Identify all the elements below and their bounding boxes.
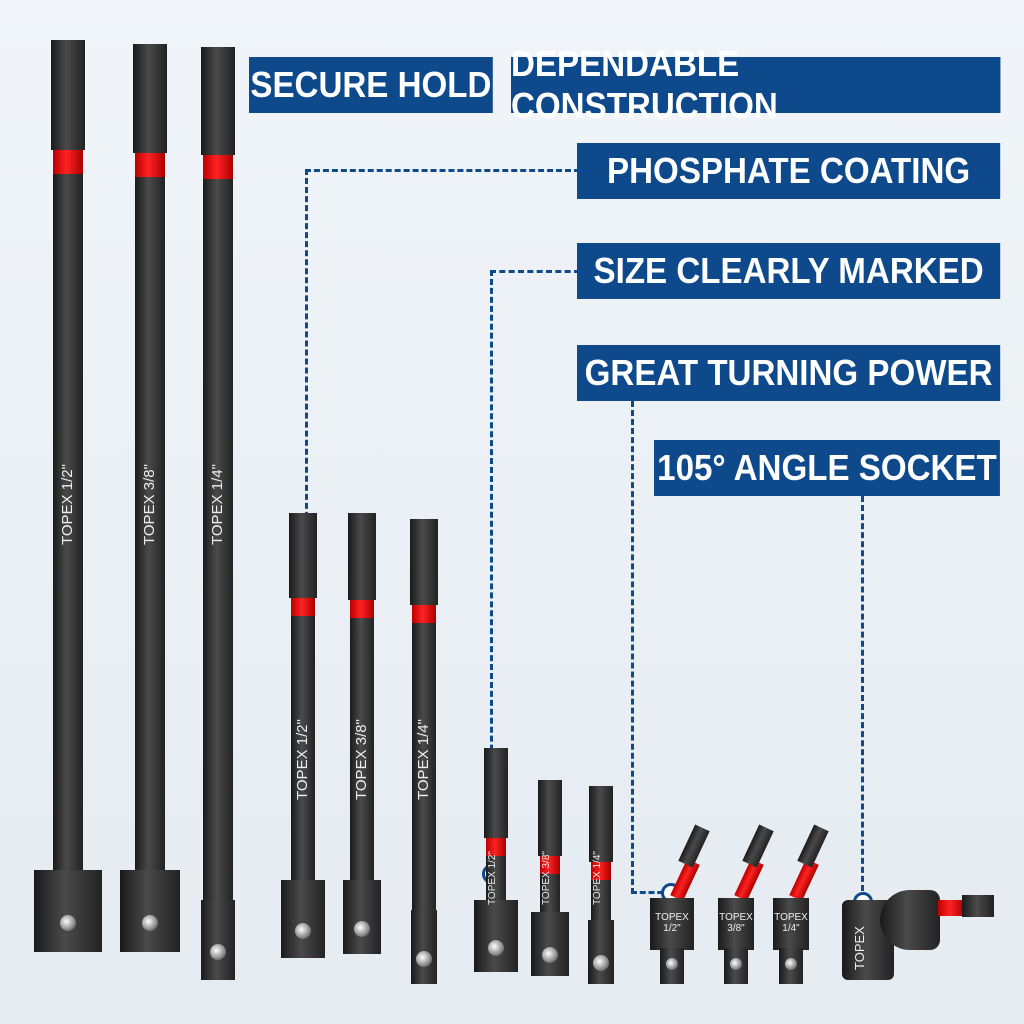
- detent-ball: [730, 958, 742, 970]
- socket-drive: [588, 920, 614, 984]
- detent-ball: [542, 947, 558, 964]
- angle-head: [880, 890, 940, 950]
- shaft: [291, 616, 315, 898]
- banner-phosphate-coating: PHOSPHATE COATING: [577, 143, 1001, 199]
- angle-hex-bit: [962, 895, 994, 917]
- size-label: TOPEX 1/4": [209, 464, 226, 545]
- hex-shank: [201, 47, 235, 155]
- size-label: TOPEX 1/4": [592, 851, 603, 905]
- size-label: TOPEX 3/8": [719, 912, 753, 934]
- red-band: [135, 153, 165, 177]
- detent-ball: [593, 955, 609, 972]
- shaft: [350, 618, 374, 898]
- universal-hex-shank: [797, 824, 829, 868]
- hex-shank: [410, 519, 438, 605]
- banner-dependable-construction: DEPENDABLE CONSTRUCTION: [511, 43, 1001, 126]
- socket-drive: [411, 910, 437, 984]
- shaft: [53, 174, 83, 894]
- detent-ball: [416, 950, 432, 967]
- size-label: TOPEX 1/2": [487, 851, 498, 905]
- red-band: [53, 150, 83, 174]
- socket-drive: [201, 900, 235, 980]
- detent-ball: [666, 958, 678, 970]
- red-band: [591, 862, 611, 880]
- detent-ball: [295, 922, 311, 939]
- banner-105-angle-socket: 105° ANGLE SOCKET: [654, 440, 1000, 496]
- hex-shank: [589, 786, 613, 862]
- red-band: [350, 600, 374, 618]
- callout-line-size: [490, 270, 580, 876]
- socket-drive: [531, 912, 569, 976]
- hex-shank: [51, 40, 85, 150]
- size-label: TOPEX 1/4": [415, 719, 432, 800]
- callout-line-phosphate: [305, 169, 580, 563]
- size-label: TOPEX 1/2": [59, 464, 76, 545]
- callout-line-turning: [631, 401, 672, 894]
- socket-drive: [281, 880, 325, 958]
- brand-label: TOPEX: [852, 926, 867, 970]
- hex-shank: [289, 513, 317, 598]
- universal-hex-shank: [678, 824, 710, 868]
- socket-drive: [120, 870, 180, 952]
- size-label: TOPEX 3/8": [541, 851, 552, 905]
- shaft: [135, 177, 165, 894]
- hex-shank: [538, 780, 562, 856]
- shaft: [203, 179, 233, 924]
- angle-red-band: [938, 900, 964, 916]
- detent-ball: [142, 915, 158, 932]
- universal-socket: [773, 898, 809, 950]
- hex-shank: [348, 513, 376, 600]
- socket-drive: [34, 870, 102, 952]
- red-band: [540, 856, 560, 874]
- universal-socket: [650, 898, 694, 950]
- size-label: TOPEX 3/8": [141, 464, 158, 545]
- red-band: [412, 605, 436, 623]
- universal-hex-shank: [742, 824, 774, 868]
- callout-line-angle: [861, 496, 864, 900]
- universal-socket: [718, 898, 754, 950]
- banner-secure-hold: SECURE HOLD: [249, 57, 493, 113]
- socket-drive: [343, 880, 381, 954]
- detent-ball: [210, 944, 226, 960]
- universal-red-band: [734, 858, 764, 902]
- banner-size-clearly-marked: SIZE CLEARLY MARKED: [577, 243, 1001, 299]
- hex-shank: [484, 748, 508, 838]
- size-label: TOPEX 1/2": [655, 912, 689, 934]
- universal-red-band: [670, 858, 700, 902]
- banner-great-turning-power: GREAT TURNING POWER: [577, 345, 1001, 401]
- size-label: TOPEX 1/4": [774, 912, 808, 934]
- red-band: [203, 155, 233, 179]
- size-label: TOPEX 1/2": [294, 719, 311, 800]
- detent-ball: [354, 920, 370, 937]
- hex-shank: [133, 44, 167, 153]
- detent-ball: [785, 958, 797, 970]
- red-band: [486, 838, 506, 856]
- socket-drive: [474, 900, 518, 972]
- red-band: [291, 598, 315, 616]
- detent-ball: [60, 915, 76, 932]
- universal-red-band: [789, 858, 819, 902]
- detent-ball: [488, 939, 504, 956]
- shaft: [412, 623, 436, 928]
- size-label: TOPEX 3/8": [353, 719, 370, 800]
